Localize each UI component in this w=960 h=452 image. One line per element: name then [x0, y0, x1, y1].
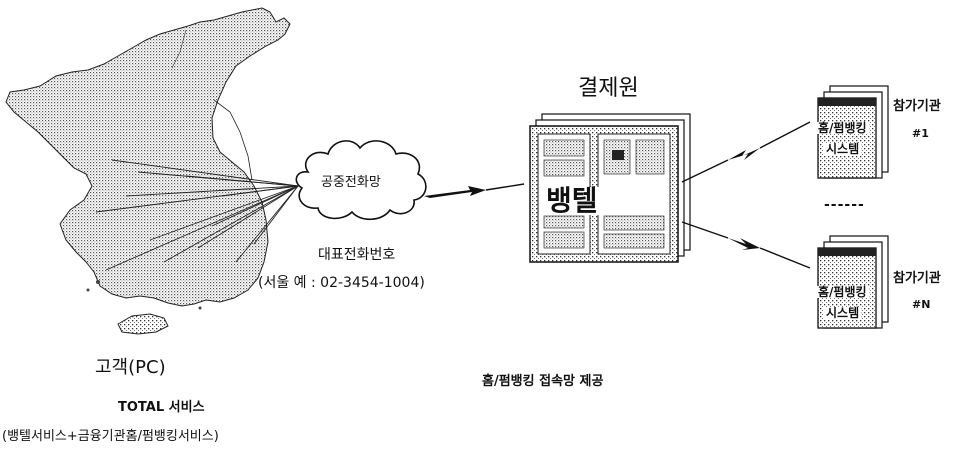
- institution-n-system-line1: 홈/펌뱅킹: [816, 285, 869, 299]
- cloud-icon: [295, 140, 427, 221]
- total-service-desc: (뱅텔서비스+금융기관홈/펌뱅킹서비스): [2, 429, 219, 444]
- institution-n-name: 참가기관: [893, 271, 941, 286]
- institution-ellipsis: ------: [824, 197, 865, 213]
- institution-1-system-line1: 홈/펌뱅킹: [816, 121, 869, 135]
- access-network-label: 홈/펌뱅킹 접속망 제공: [482, 374, 604, 389]
- rep-number-label: 대표전화번호: [318, 247, 396, 263]
- institution-n-system-line2: 시스템: [824, 306, 862, 320]
- korea-map: [5, 7, 291, 335]
- institution-links: [681, 121, 811, 269]
- link-bolt-icon: [424, 186, 486, 198]
- total-service-title: TOTAL 서비스: [118, 400, 205, 415]
- settlement-center-title: 결제원: [578, 76, 639, 101]
- institution-1-number: #1: [912, 127, 929, 140]
- public-phone-network-label: 공중전화망: [321, 175, 381, 190]
- institution-1-system-line2: 시스템: [824, 142, 862, 156]
- vantel-system-label: 뱅텔: [540, 187, 604, 215]
- institution-n-number: #N: [912, 298, 931, 311]
- rep-number-example: (서울 예 : 02-3454-1004): [258, 275, 425, 291]
- jeju-island: [117, 313, 169, 335]
- customer-connection-lines: [95, 159, 299, 271]
- server-rack-icon: [529, 113, 691, 263]
- institution-system-1-icon: [817, 85, 889, 179]
- institution-1-name: 참가기관: [893, 99, 941, 114]
- customer-label: 고객(PC): [95, 357, 166, 378]
